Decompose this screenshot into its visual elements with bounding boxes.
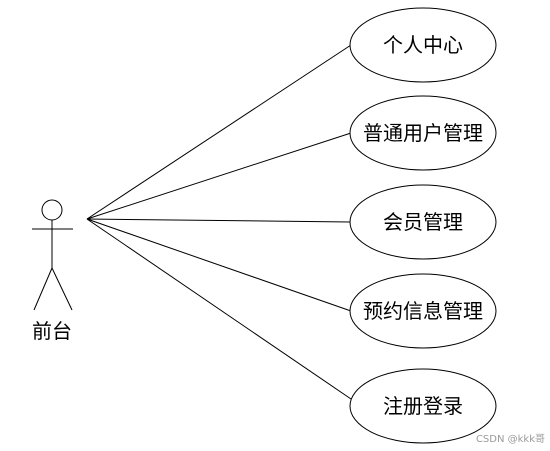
use-case-4: 预约信息管理: [349, 273, 497, 349]
use-case-2: 普通用户管理: [349, 95, 497, 171]
association-line-3: [86, 218, 351, 223]
association-line-2: [86, 132, 352, 220]
use-case-label: 普通用户管理: [363, 121, 483, 145]
use-case-label: 会员管理: [383, 210, 463, 234]
use-case-label: 预约信息管理: [363, 299, 483, 323]
use-case-ellipse: [349, 7, 497, 83]
association-line-4: [86, 218, 352, 312]
use-case-5: 注册登录: [349, 368, 497, 444]
use-case-label: 个人中心: [383, 33, 463, 57]
use-case-ellipse: [349, 273, 497, 349]
actor-right-leg: [51, 267, 73, 311]
associations: [86, 44, 352, 400]
use-case-3: 会员管理: [349, 184, 497, 260]
watermark: CSDN @kkk哥: [476, 433, 545, 445]
actor-left-leg: [33, 267, 53, 311]
use-case-label: 注册登录: [383, 394, 463, 418]
actor-label: 前台: [32, 319, 72, 343]
association-line-1: [86, 44, 352, 220]
use-case-ellipse: [349, 368, 497, 444]
actor-head: [41, 199, 63, 221]
use-case-ellipse: [349, 95, 497, 171]
use-case-1: 个人中心: [349, 7, 497, 83]
use-case-ellipse: [349, 184, 497, 260]
association-line-5: [86, 218, 352, 400]
actor-figure: 前台: [32, 199, 73, 343]
